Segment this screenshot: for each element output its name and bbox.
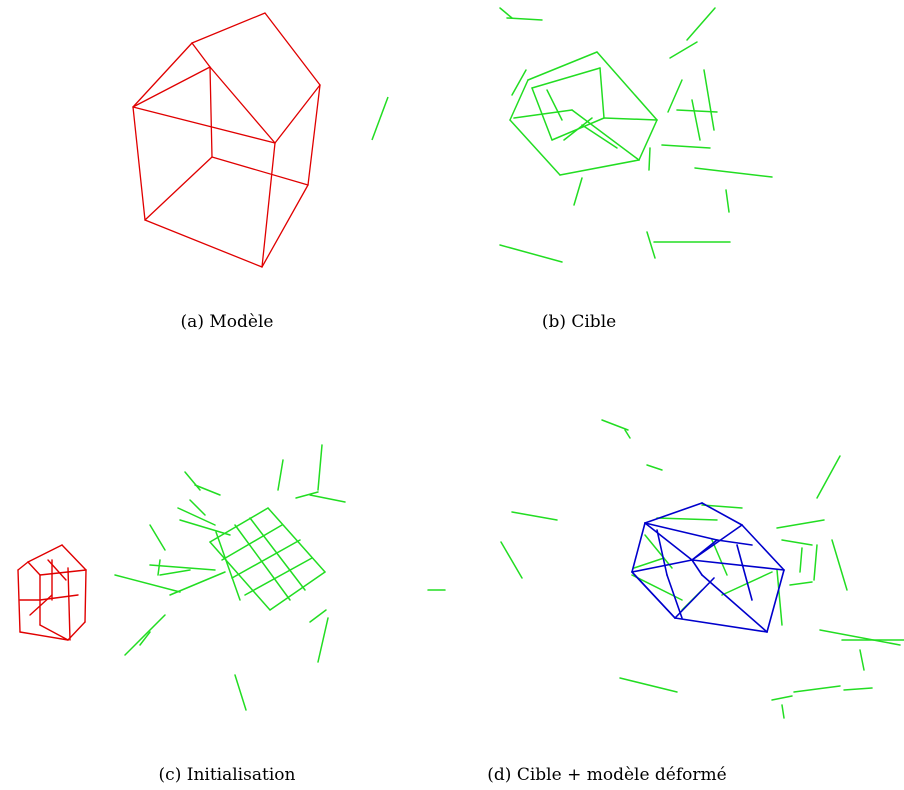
deformed-scene [500, 419, 904, 719]
initial-target [114, 444, 446, 711]
caption-a: (a) Modèle [180, 312, 274, 332]
model-wireframe [132, 12, 389, 268]
target-segments [499, 7, 773, 263]
panel-target: (b) Cible [452, 0, 904, 332]
caption-d: (d) Cible + modèle déformé [487, 765, 727, 785]
deformed-target [500, 419, 904, 719]
panel-deformed: (d) Cible + modèle déformé [452, 400, 904, 785]
caption-b: (b) Cible [541, 312, 617, 332]
panel-model: (a) Modèle [0, 0, 452, 332]
initialisation-scene [17, 444, 446, 711]
caption-c: (c) Initialisation [158, 765, 296, 785]
initial-model [17, 544, 87, 641]
deformed-model [631, 502, 785, 633]
panel-initialisation: (c) Initialisation [0, 400, 452, 785]
